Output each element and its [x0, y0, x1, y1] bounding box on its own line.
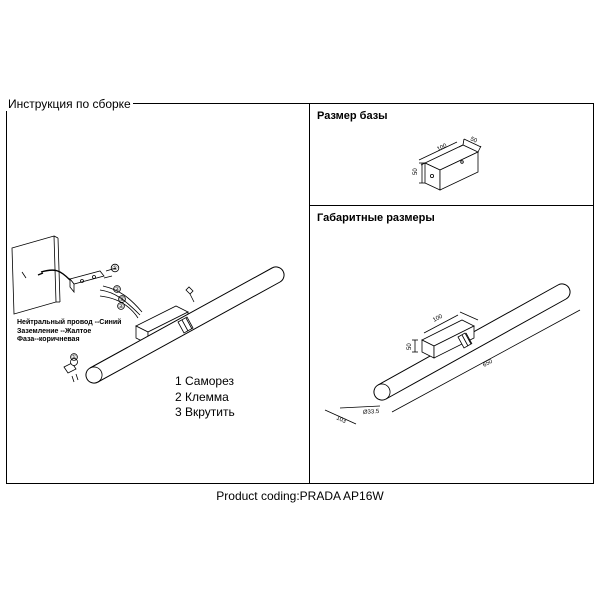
overall-dimensions-panel: [309, 205, 594, 484]
callout-1: ①: [112, 265, 117, 272]
product-coding: Product coding:PRADA AP16W: [216, 489, 384, 503]
base-size-title: Размер базы: [317, 110, 388, 122]
dimension-labels: 100 50 50 100 50 650 103 Ø33.5: [335, 136, 494, 425]
wiring-legend: Нейтральный провод --Синий Заземление --…: [17, 319, 121, 345]
overall-height-label: 50: [407, 343, 413, 350]
base-block-drawing: [418, 138, 482, 191]
callout-3: ②: [119, 296, 125, 303]
overall-lamp-drawing: [324, 283, 581, 425]
callout-numbers: ① ② ② ② ①: [71, 265, 125, 361]
assembly-title: Инструкция по сборке: [6, 97, 133, 111]
callout-5: ①: [71, 354, 76, 361]
step-3: 3 Вкрутить: [175, 405, 235, 419]
assembly-drawing: [11, 235, 285, 384]
overall-bottom-label: 103: [335, 415, 347, 425]
callout-2: ②: [114, 286, 120, 293]
base-depth-label: 50: [469, 136, 478, 145]
overall-dimensions-title: Габаритные размеры: [317, 212, 435, 224]
step-1: 1 Саморез: [175, 374, 234, 388]
wiring-line-phase: Фаза--коричневая: [17, 336, 80, 343]
overall-depth-label: 100: [432, 313, 444, 323]
overall-length-label: 650: [482, 358, 494, 368]
step-2: 2 Клемма: [175, 389, 229, 404]
base-height-label: 50: [413, 168, 419, 175]
base-width-label: 100: [436, 143, 448, 153]
assembly-steps: 1 Саморез 2 Клемма 3 Вкрутить: [175, 374, 235, 421]
callout-4: ②: [118, 303, 124, 310]
overall-diameter-label: Ø33.5: [363, 409, 380, 416]
wiring-line-neutral: Нейтральный провод --Синий: [17, 319, 122, 326]
wiring-line-ground: Заземление --Жалтое: [17, 327, 92, 335]
